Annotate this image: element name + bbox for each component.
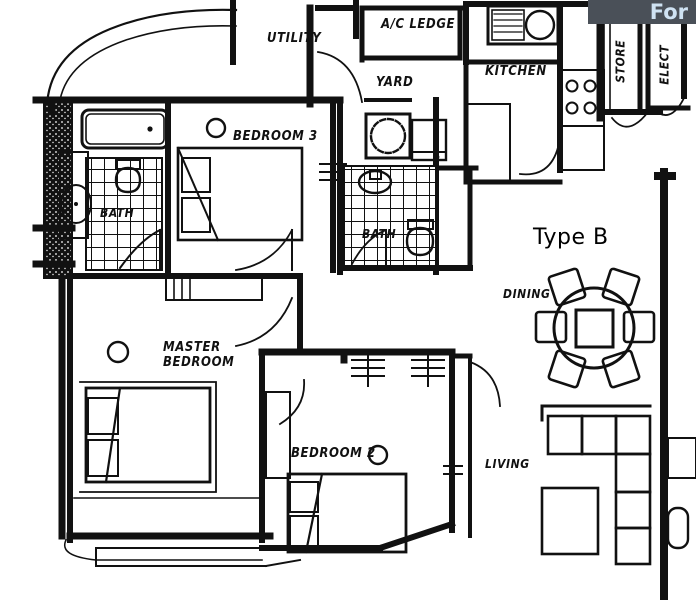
bedroom-3-furniture (165, 117, 347, 301)
common-bathroom-fixtures (343, 118, 448, 267)
kitchen-fixtures (465, 4, 605, 183)
store-elect-details (603, 19, 686, 128)
living-furniture (468, 360, 696, 566)
lower-balcony-outline (63, 538, 263, 561)
dining-furniture (534, 267, 656, 389)
master-bedroom-furniture (73, 296, 294, 499)
upper-balcony-outline (46, 8, 238, 101)
overlay-watermark-chip: For (588, 0, 696, 24)
bedroom-2-furniture (265, 353, 463, 554)
overlay-watermark-text: For (649, 0, 688, 24)
master-bathroom-fixtures (59, 108, 170, 271)
utility-yard-fixtures (316, 50, 412, 160)
plan-type-title: Type B (533, 225, 609, 250)
plan-linework (32, 0, 696, 600)
